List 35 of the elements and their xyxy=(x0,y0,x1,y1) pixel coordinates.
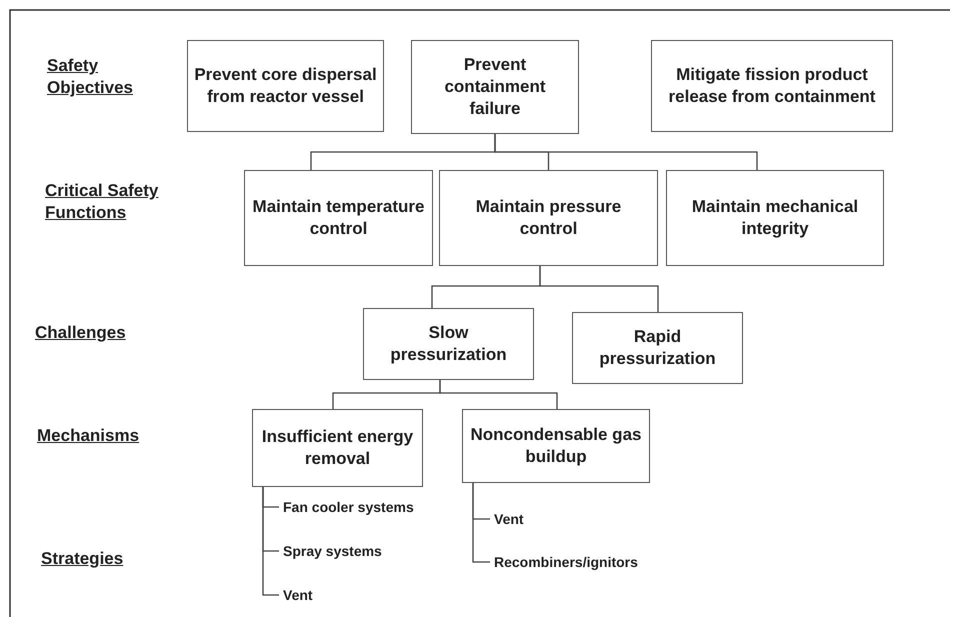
row-label: Mechanisms xyxy=(37,425,140,447)
box-text: Maintain pressure control xyxy=(474,196,622,240)
box-text: Prevent core dispersal from reactor vessel xyxy=(194,64,377,108)
process-box xyxy=(572,312,743,384)
strategy-text: Fan cooler systems xyxy=(283,497,463,517)
box-text: Insufficient energy removal xyxy=(260,426,414,470)
process-box xyxy=(462,409,650,483)
box-text: Mitigate fission product release from containment xyxy=(668,64,876,108)
row-label: Strategies xyxy=(41,548,124,570)
row-label: Safety Objectives xyxy=(47,55,134,99)
process-box xyxy=(187,40,384,132)
box-text: Maintain temperature control xyxy=(252,196,426,240)
box-text: Rapid pressurization xyxy=(598,326,717,370)
box-text: Noncondensable gas buildup xyxy=(470,424,642,468)
connector-line xyxy=(439,380,558,409)
process-box xyxy=(666,170,884,266)
process-box xyxy=(411,40,579,134)
row-label: Critical Safety Functions xyxy=(45,180,160,224)
row-label: Challenges xyxy=(35,322,127,344)
connector-line xyxy=(262,487,279,596)
strategy-text: Spray systems xyxy=(283,541,423,561)
strategy-text: Vent xyxy=(283,585,343,605)
strategy-text: Vent xyxy=(494,509,554,529)
strategy-text: Recombiners/ignitors xyxy=(494,552,694,572)
connector-line xyxy=(472,483,490,563)
process-box xyxy=(252,409,423,487)
box-text: Prevent containment failure xyxy=(443,54,547,120)
process-box xyxy=(651,40,893,132)
box-text: Slow pressurization xyxy=(389,322,508,366)
connector-line xyxy=(539,266,659,312)
process-box xyxy=(244,170,433,266)
connector-line xyxy=(494,134,758,170)
process-box xyxy=(363,308,534,380)
process-box xyxy=(439,170,658,266)
box-text: Maintain mechanical integrity xyxy=(690,196,860,240)
